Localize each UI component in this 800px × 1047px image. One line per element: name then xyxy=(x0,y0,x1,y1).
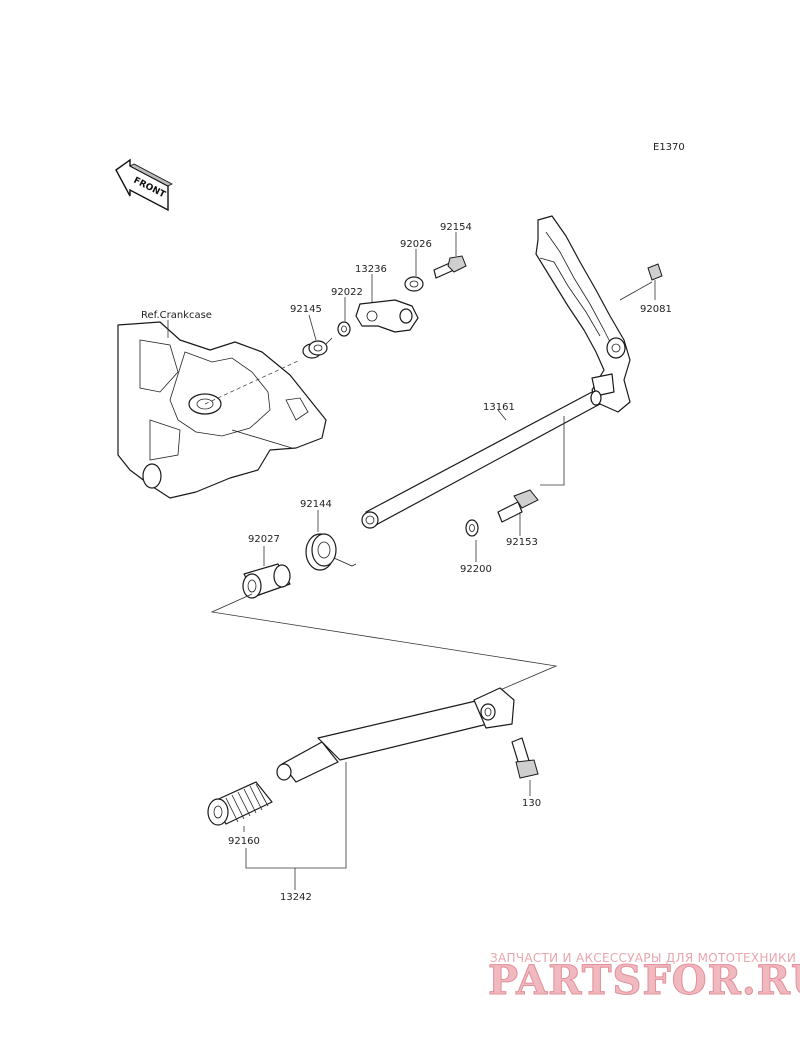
part-92153-bolt xyxy=(497,489,539,523)
watermark-logo: PARTSFOR.RU xyxy=(488,957,800,1004)
diagram-code: E1370 xyxy=(653,142,685,153)
part-13242-shift-pedal xyxy=(276,687,515,783)
label-92160: 92160 xyxy=(228,836,260,847)
part-130-bolt xyxy=(511,737,539,779)
label-92153: 92153 xyxy=(506,537,538,548)
label-92154: 92154 xyxy=(440,222,472,233)
label-92145: 92145 xyxy=(290,304,322,315)
part-92160-rubber xyxy=(207,781,273,826)
label-92026: 92026 xyxy=(400,239,432,250)
label-13161: 13161 xyxy=(483,402,515,413)
label-92081: 92081 xyxy=(640,304,672,315)
label-92144: 92144 xyxy=(300,499,332,510)
part-92144-spring xyxy=(305,533,357,571)
part-92022-washer xyxy=(337,321,351,337)
watermark-tagline: ЗАПЧАСТИ И АКСЕССУАРЫ ДЛЯ МОТОТЕХНИКИ xyxy=(490,951,796,965)
crankcase-ref-outline xyxy=(117,320,327,499)
part-92154-bolt xyxy=(433,255,467,279)
label-92027: 92027 xyxy=(248,534,280,545)
assembly-line xyxy=(204,359,301,405)
part-13236-plate xyxy=(355,299,419,333)
front-arrow-icon: FRONT xyxy=(115,158,173,212)
part-92081-pin xyxy=(647,263,663,281)
part-shift-lever-arm xyxy=(535,215,631,413)
part-92145-spring xyxy=(302,337,333,359)
label-92022: 92022 xyxy=(331,287,363,298)
label-92200: 92200 xyxy=(460,564,492,575)
ref-crankcase-label: Ref.Crankcase xyxy=(141,310,212,321)
label-130: 130 xyxy=(522,798,541,809)
part-92200-washer xyxy=(465,519,479,537)
part-92027-collar xyxy=(242,563,291,599)
part-92026-collar xyxy=(404,276,424,292)
part-13161-shaft xyxy=(361,390,602,529)
label-13236: 13236 xyxy=(355,264,387,275)
label-13242: 13242 xyxy=(280,892,312,903)
